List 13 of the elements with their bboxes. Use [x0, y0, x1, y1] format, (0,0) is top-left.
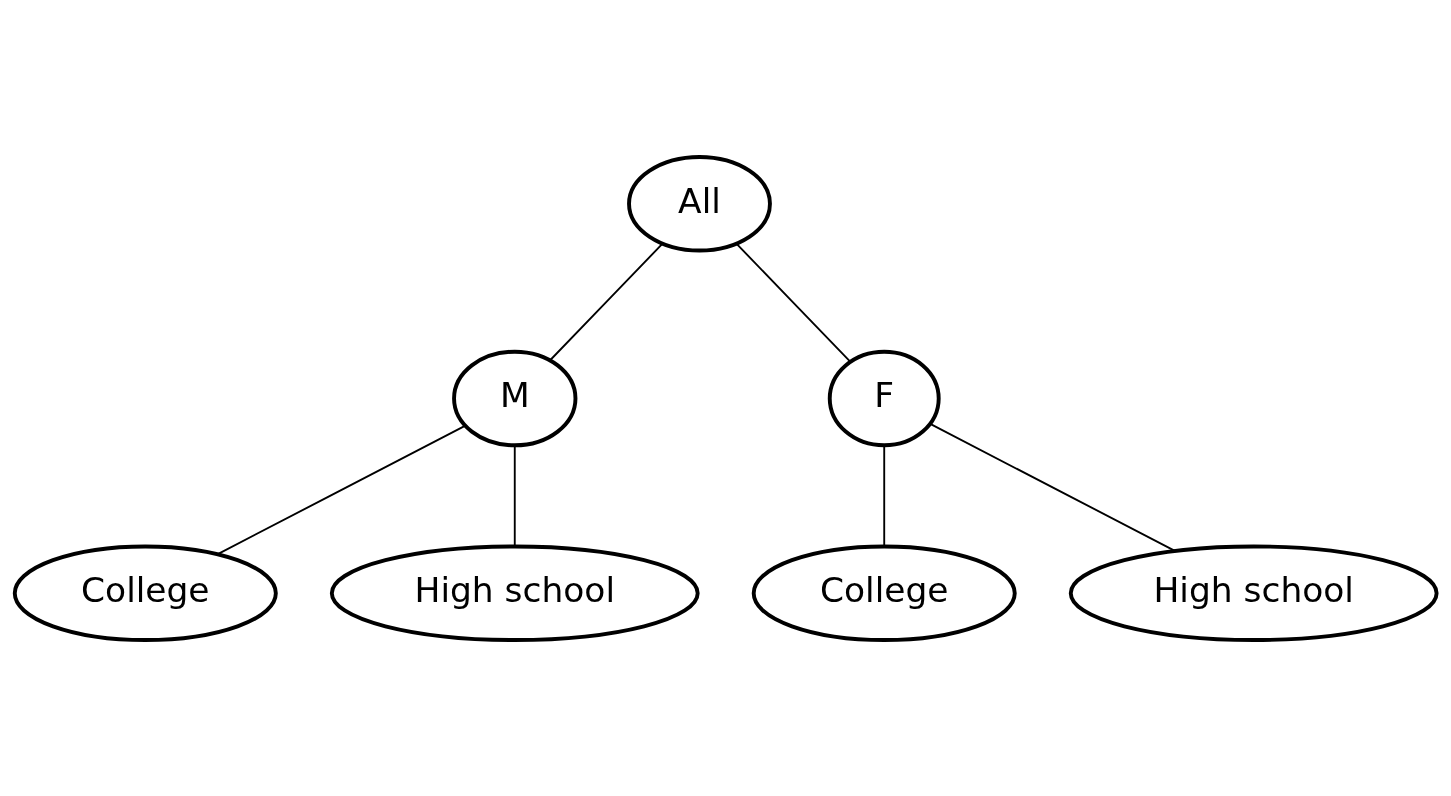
node-ellipse: F — [827, 349, 941, 447]
node-ellipse: High school — [1068, 543, 1439, 642]
connector — [735, 242, 852, 363]
connector — [513, 444, 516, 548]
connector — [216, 424, 466, 555]
connector — [883, 444, 886, 548]
node-ellipse: All — [627, 154, 772, 253]
node-ellipse: M — [452, 349, 578, 447]
connector — [929, 422, 1177, 552]
node-ellipse: College — [12, 543, 278, 642]
node-ellipse: College — [751, 543, 1017, 642]
node-ellipse: High school — [329, 543, 700, 642]
connector — [549, 242, 664, 361]
